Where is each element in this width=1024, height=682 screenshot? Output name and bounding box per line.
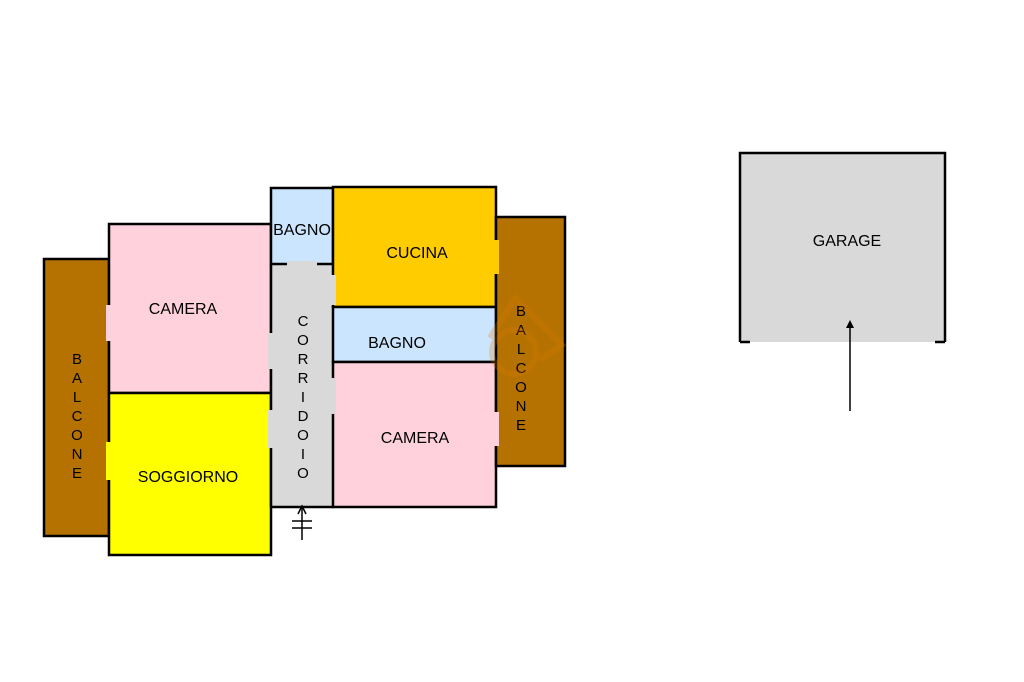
garage: GARAGE	[738, 151, 947, 344]
door-openings	[106, 240, 499, 480]
soggiorno: SOGGIORNO	[107, 391, 273, 557]
bagno-small-label: BAGNO	[273, 222, 331, 239]
camera-left-fill	[107, 222, 273, 395]
garage-label: GARAGE	[813, 233, 881, 250]
garage-entry-arrow-icon	[846, 320, 854, 411]
house-watermark-icon	[487, 293, 567, 377]
camera-right-label: CAMERA	[381, 430, 450, 447]
bagno-middle-fill	[331, 305, 498, 364]
balcone-left-fill	[42, 257, 111, 538]
camera-left: CAMERA	[107, 222, 273, 395]
bagno-small: BAGNO	[269, 186, 335, 266]
soggiorno-fill	[107, 391, 273, 557]
bagno-middle: BAGNO	[331, 305, 498, 364]
camera-left-label: CAMERA	[149, 301, 218, 318]
camera-right: CAMERA	[331, 360, 498, 509]
garage-fill	[740, 153, 945, 342]
soggiorno-label: SOGGIORNO	[138, 469, 238, 486]
corridoio-fill	[271, 264, 333, 507]
balcone-right-fill	[494, 215, 567, 468]
bagno-middle-label: BAGNO	[368, 335, 426, 352]
cucina: CUCINA	[331, 185, 498, 309]
camera-right-fill	[331, 360, 498, 509]
cucina-label: CUCINA	[386, 245, 448, 262]
entrance-arrow-icon	[292, 504, 312, 540]
